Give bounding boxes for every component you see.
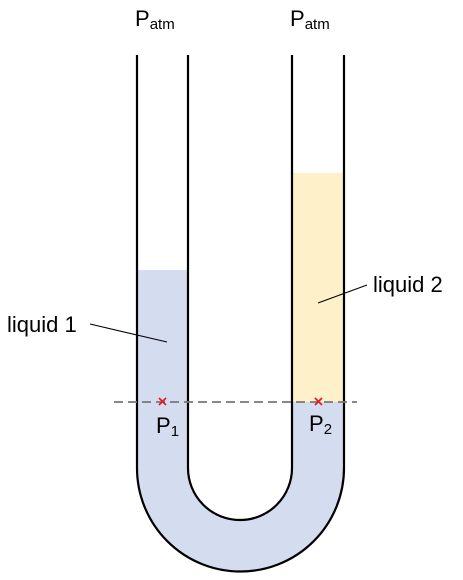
liquid-2-leader-line bbox=[317, 284, 368, 304]
p2-label: P2 bbox=[309, 411, 332, 438]
left-atmospheric-pressure-label: Patm bbox=[135, 6, 175, 33]
liquid-1-leader-line bbox=[89, 323, 168, 343]
p2-marker-icon bbox=[314, 397, 323, 406]
p1-marker-icon bbox=[158, 397, 167, 406]
liquid-1-label: liquid 1 bbox=[7, 312, 77, 337]
liquid-1-fill bbox=[137, 270, 344, 572]
u-tube bbox=[135, 55, 346, 573]
liquid-2-label: liquid 2 bbox=[373, 272, 443, 297]
right-atmospheric-pressure-label: Patm bbox=[290, 6, 330, 33]
u-tube-inner-wall bbox=[186, 55, 294, 522]
p1-label: P1 bbox=[156, 413, 179, 440]
u-tube-outer-wall bbox=[135, 55, 346, 573]
liquid-2-fill bbox=[292, 173, 344, 402]
